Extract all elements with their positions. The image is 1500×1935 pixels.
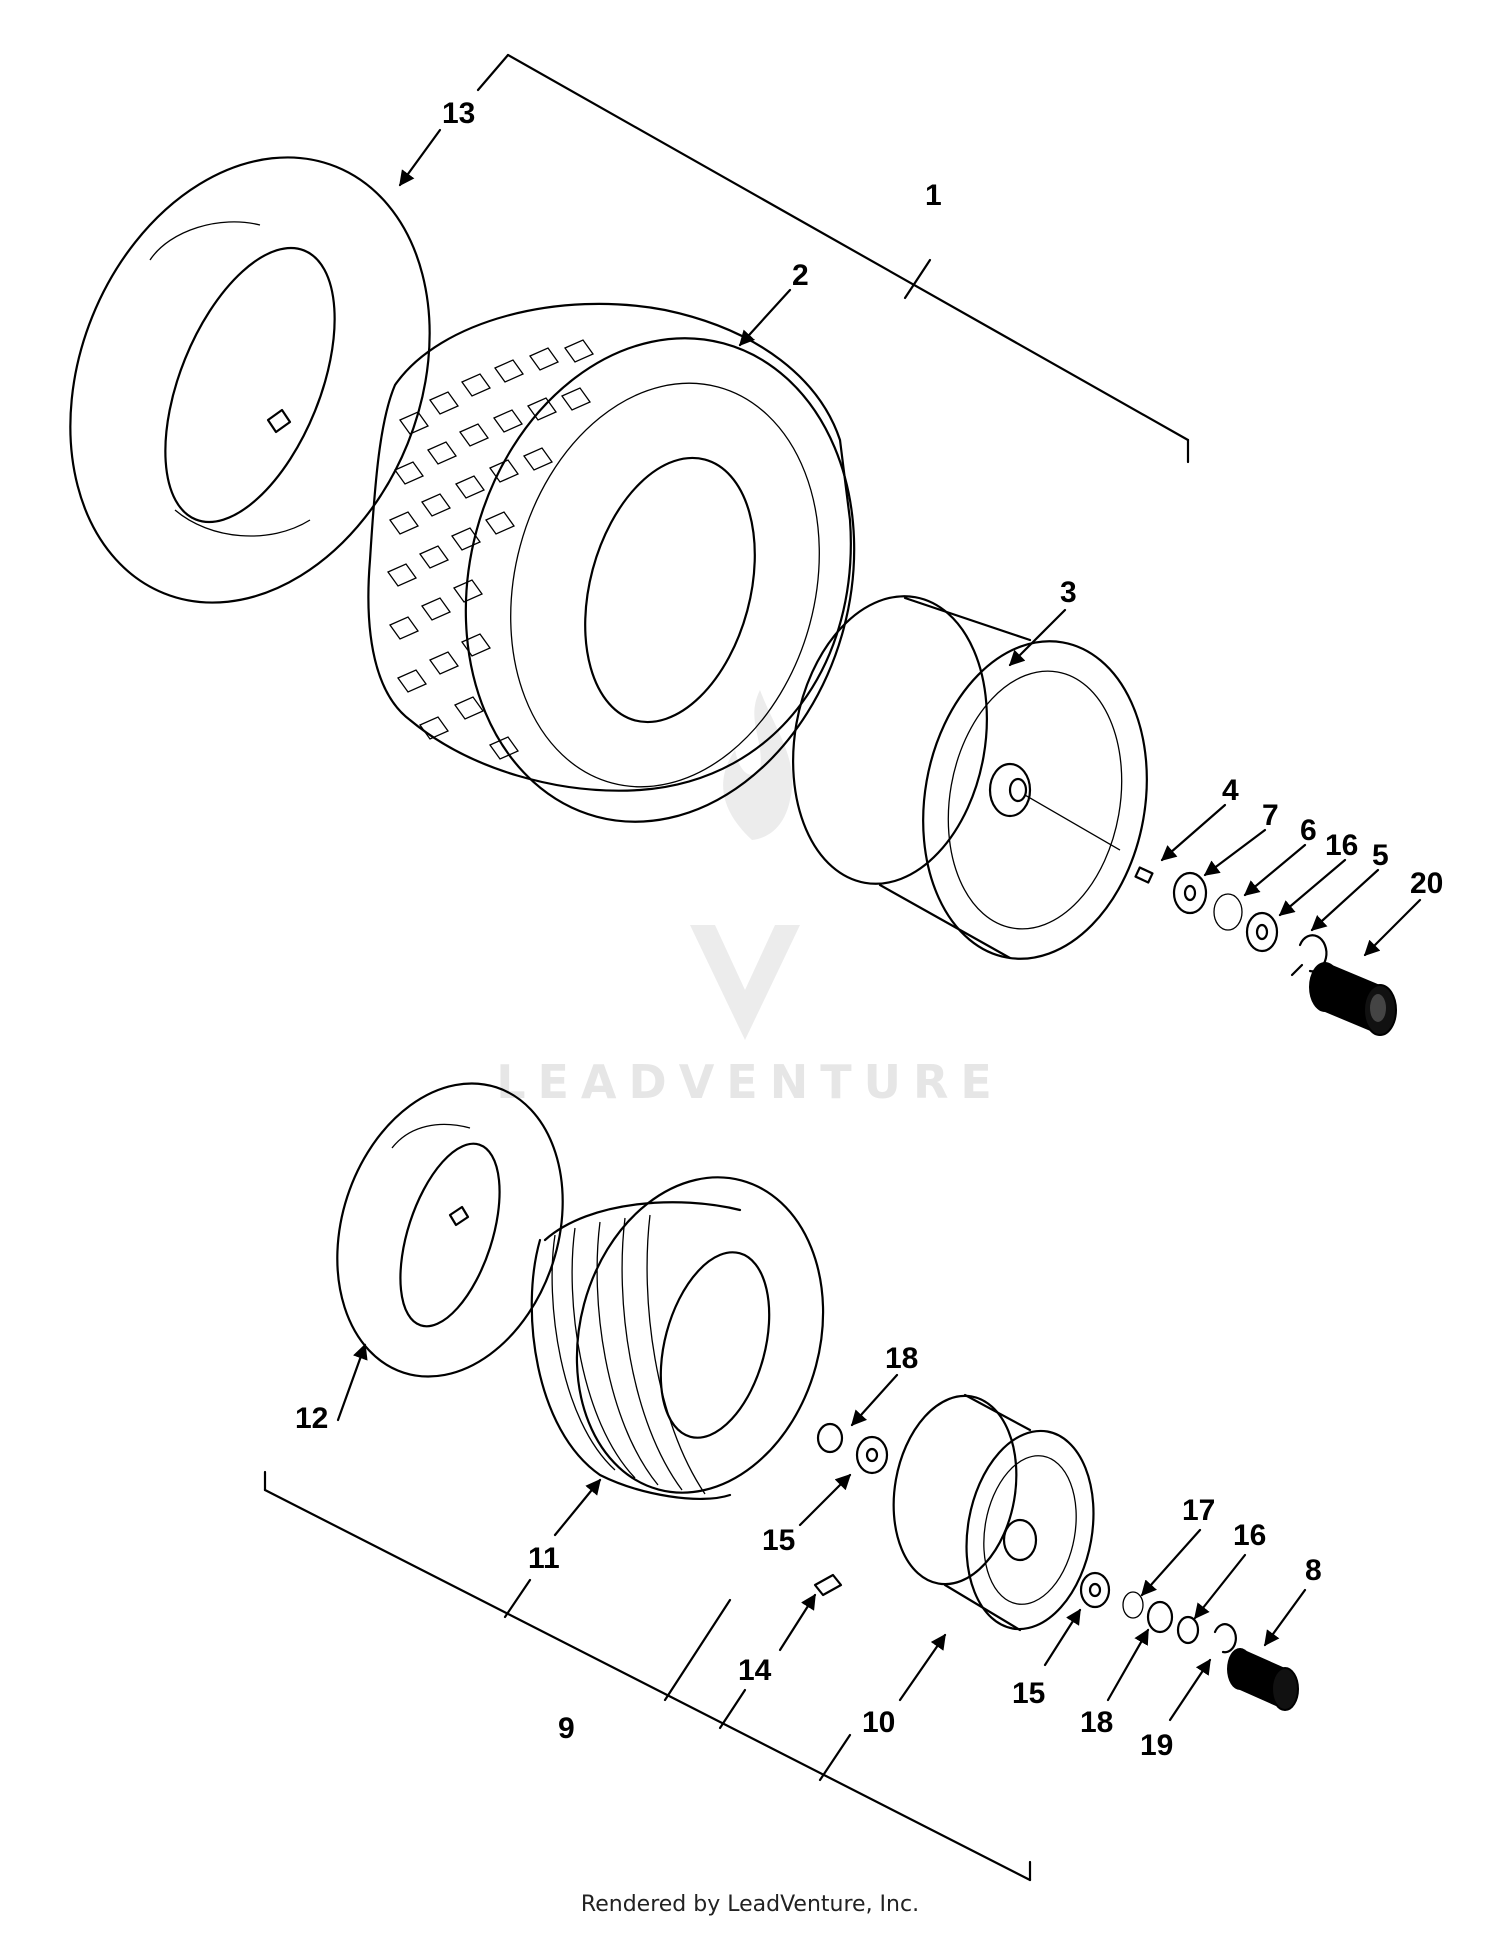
callout-4: 4 bbox=[1222, 774, 1239, 807]
callout-14: 14 bbox=[738, 1654, 772, 1687]
callout-10: 10 bbox=[862, 1706, 895, 1739]
lower-hardware bbox=[813, 1422, 1299, 1711]
washer-17 bbox=[1122, 1591, 1144, 1619]
bearing-15-bottom bbox=[1079, 1571, 1111, 1609]
callout-5: 5 bbox=[1372, 839, 1389, 872]
callout-8: 8 bbox=[1305, 1554, 1322, 1587]
clip-19 bbox=[1213, 1623, 1237, 1654]
callout-7: 7 bbox=[1262, 799, 1279, 832]
hub-cap-8 bbox=[1227, 1648, 1299, 1711]
callout-16-upper: 16 bbox=[1325, 829, 1358, 862]
callout-17: 17 bbox=[1182, 1494, 1215, 1527]
callout-2: 2 bbox=[792, 259, 809, 292]
upper-hardware bbox=[1134, 866, 1397, 1036]
callout-15-right: 15 bbox=[1012, 1677, 1045, 1710]
inner-tube-upper bbox=[69, 156, 431, 604]
footer-credit: Rendered by LeadVenture, Inc. bbox=[580, 1892, 920, 1917]
leadventure-logo bbox=[690, 925, 800, 1040]
bracket-assembly-1 bbox=[476, 53, 1190, 464]
valve-stem-14 bbox=[813, 1573, 843, 1597]
flame-icon bbox=[723, 690, 793, 840]
knobby-tire bbox=[367, 302, 856, 823]
washer-16 bbox=[1245, 911, 1279, 953]
leader-arrows bbox=[336, 128, 1422, 1722]
callout-11: 11 bbox=[528, 1542, 560, 1575]
washer-18-bottom bbox=[1146, 1600, 1174, 1634]
washer-18-top bbox=[816, 1422, 844, 1454]
callout-18-upper: 18 bbox=[885, 1342, 918, 1375]
washer-6 bbox=[1213, 893, 1243, 931]
inner-tube-lower bbox=[336, 1082, 564, 1378]
bracket-assembly-9 bbox=[263, 1470, 1032, 1882]
callout-labels: 13 1 2 3 4 7 6 16 5 20 18 12 11 15 14 10… bbox=[295, 97, 1443, 1762]
callout-19: 19 bbox=[1140, 1729, 1173, 1762]
callout-6: 6 bbox=[1300, 814, 1317, 847]
ribbed-tire bbox=[530, 1176, 825, 1501]
hub-cap-20 bbox=[1309, 962, 1397, 1036]
washer-7 bbox=[1172, 871, 1208, 915]
callout-20: 20 bbox=[1410, 867, 1443, 900]
callout-15-left: 15 bbox=[762, 1524, 795, 1557]
callout-1: 1 bbox=[925, 179, 942, 212]
lower-rim bbox=[892, 1393, 1095, 1632]
callout-12: 12 bbox=[295, 1402, 328, 1435]
callout-16-lower: 16 bbox=[1233, 1519, 1266, 1552]
upper-rim bbox=[792, 595, 1148, 960]
tread-pattern bbox=[387, 339, 594, 760]
watermark-text: LEADVENTURE bbox=[496, 1055, 1004, 1109]
callout-13: 13 bbox=[442, 97, 475, 130]
key-4 bbox=[1134, 866, 1154, 884]
leadventure-watermark: LEADVENTURE bbox=[496, 690, 1004, 1109]
bearing-15-top bbox=[855, 1435, 889, 1475]
callout-9: 9 bbox=[558, 1712, 575, 1745]
washer-16-lower bbox=[1176, 1615, 1200, 1645]
callout-18-lower: 18 bbox=[1080, 1706, 1113, 1739]
callout-3: 3 bbox=[1060, 576, 1077, 609]
